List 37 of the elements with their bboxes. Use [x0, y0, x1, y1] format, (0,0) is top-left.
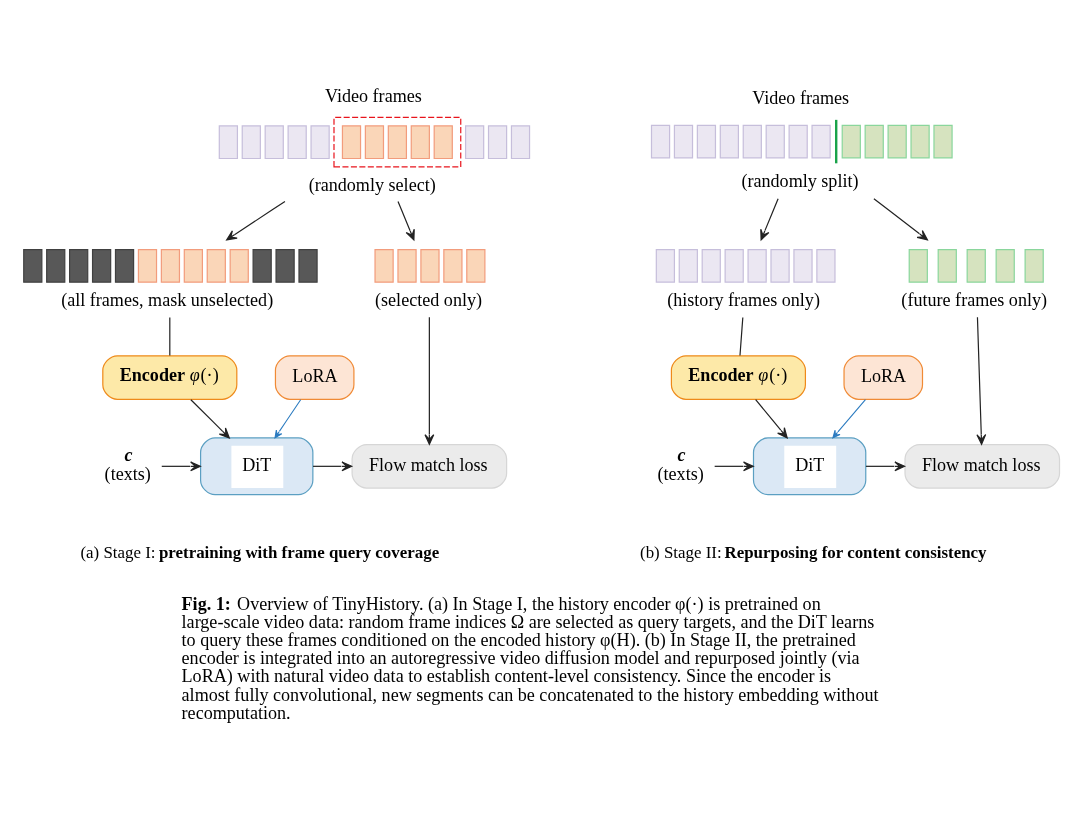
arrow [976, 316, 987, 445]
arrow [397, 200, 415, 241]
node-box: Encoder φ(·) [670, 355, 806, 400]
node-box: DiT [752, 437, 867, 496]
node-box: Encoder φ(·) [102, 355, 238, 400]
node-box: Flow match loss [904, 444, 1061, 489]
arrow [714, 461, 754, 472]
arrow [190, 399, 230, 439]
arrow [161, 461, 201, 472]
node-box: DiT [200, 437, 314, 496]
node-label: (randomly select) [308, 175, 436, 196]
node-label: (randomly split) [741, 171, 859, 192]
label: (a) Stage I: pretraining with frame query coverage [80, 543, 440, 563]
connector [739, 316, 744, 357]
node-label: (selected only) [375, 290, 483, 311]
arrow [832, 399, 866, 439]
arrow [755, 399, 788, 439]
node-label: (future frames only) [901, 290, 1048, 311]
node-text: c (texts) [104, 445, 151, 484]
caption: Fig. 1: Overview of TinyHistory. (a) In Stage I, the history encoder φ(·) is pretrained on large-scale video data: random frame indices Ω are selected as query targets, and the DiT learns to query these frames conditioned on the encoded history φ(H). (b) In Stage II, the pretrained encoder is integrated into an autoregressive video diffusion model and repurposed jointly (via LoRA) with natural video data to establish content-level consistency. Since the encoder is almost fully convolutional, new segments can be concatenated to the history embedding without recomputation. [181, 593, 879, 723]
arrow [865, 461, 906, 472]
arrow [274, 399, 302, 439]
label: (b) Stage II: Repurposing for content consistency [640, 543, 987, 563]
arrow [424, 316, 435, 445]
node-box: LoRA [274, 355, 355, 400]
node-label: (all frames, mask unselected) [61, 290, 274, 311]
node-box: LoRA [843, 355, 924, 400]
arrow [760, 198, 779, 241]
node-text: c (texts) [657, 445, 704, 484]
arrow [312, 461, 353, 472]
node-label: Video frames [324, 85, 422, 106]
arrow [873, 198, 928, 241]
node-box: Flow match loss [351, 444, 508, 489]
node-label: (history frames only) [667, 290, 820, 311]
node-label: Video frames [752, 88, 850, 109]
arrow [226, 200, 286, 241]
connector [169, 316, 171, 357]
